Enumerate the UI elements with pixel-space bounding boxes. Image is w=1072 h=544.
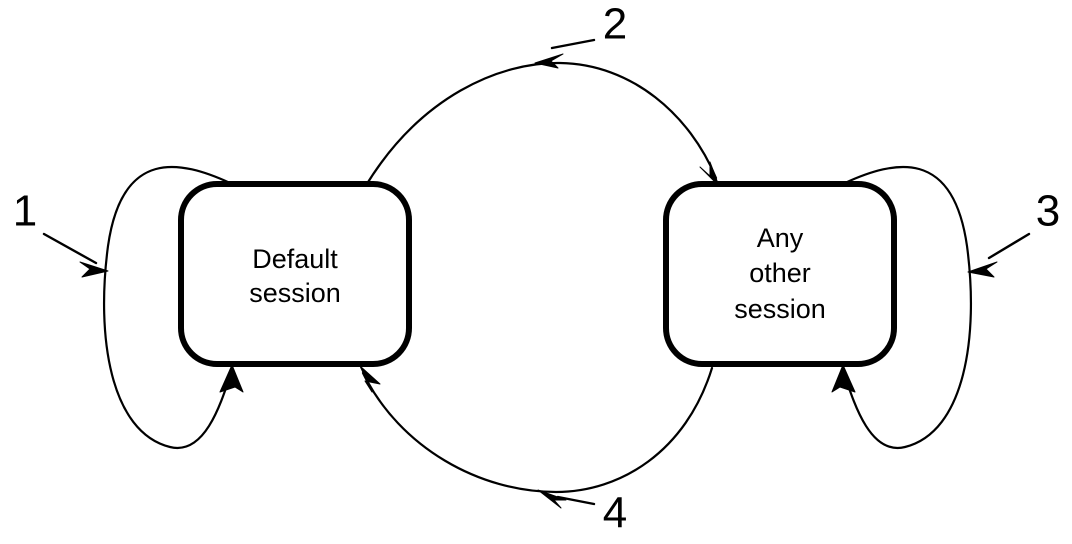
node-default-session-shape[interactable] [178, 181, 412, 367]
node-any-other-session-shape[interactable] [663, 181, 897, 367]
reference-callout-1: 1 [13, 187, 109, 278]
node-any-other-session-label-line1: Any [757, 223, 804, 253]
reference-number-3-leader-line [987, 232, 1031, 260]
any-other-to-default-transition [359, 365, 714, 494]
reference-number-3-label: 3 [1036, 187, 1060, 236]
reference-number-2-arrowhead [534, 53, 564, 69]
reference-callout-3: 3 [967, 187, 1060, 278]
any-other-session-self-loop-arrowhead [831, 364, 856, 393]
default-session-self-loop-curve [103, 165, 234, 450]
node-default-session[interactable]: Default session [178, 181, 412, 367]
node-any-other-session-label-line3: session [734, 294, 826, 324]
reference-number-1-label: 1 [13, 187, 37, 236]
any-other-session-self-loop-curve [841, 165, 972, 450]
node-default-session-label-line2: session [249, 278, 341, 308]
reference-callout-2: 2 [534, 0, 627, 69]
reference-number-2-leader-line [550, 38, 596, 50]
reference-number-4-label: 4 [603, 489, 627, 538]
default-to-any-other-curve [363, 61, 718, 189]
any-other-to-default-curve [361, 366, 714, 494]
any-other-session-self-loop [831, 165, 972, 450]
reference-number-1-arrowhead [79, 261, 109, 278]
default-session-self-loop [103, 165, 244, 450]
reference-number-1-leader-line [42, 232, 98, 265]
reference-number-4-arrowhead [537, 489, 567, 509]
node-default-session-label-line1: Default [252, 244, 338, 274]
reference-number-4-leader-line [556, 495, 596, 506]
any-other-to-default-arrowhead [359, 365, 381, 393]
node-any-other-session-label-line2: other [749, 258, 811, 288]
default-to-any-other-transition [363, 61, 720, 189]
node-any-other-session[interactable]: Any other session [663, 181, 897, 367]
reference-number-2-label: 2 [603, 0, 627, 49]
default-to-any-other-arrowhead [699, 161, 720, 187]
default-session-self-loop-arrowhead [219, 364, 244, 393]
reference-callout-4: 4 [537, 489, 627, 538]
reference-number-3-arrowhead [967, 261, 998, 278]
